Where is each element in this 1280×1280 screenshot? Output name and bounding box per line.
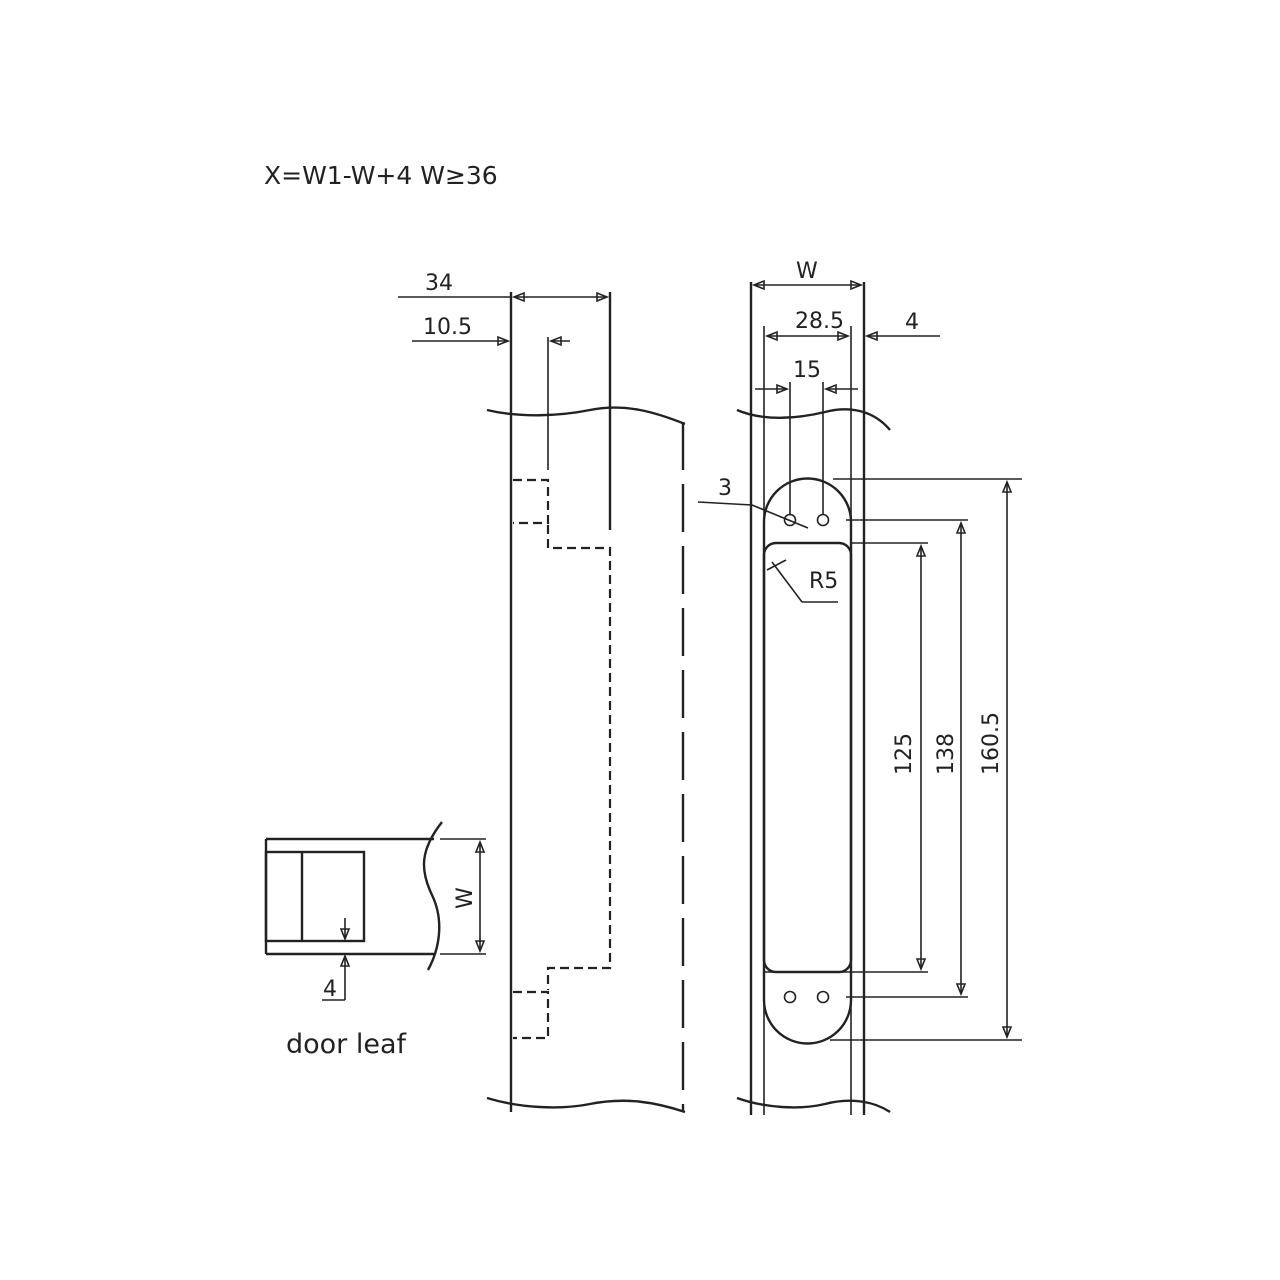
- door-leaf-caption: door leaf: [286, 1029, 408, 1060]
- dim-138-label: 138: [934, 733, 959, 775]
- dim-160-5-label: 160.5: [979, 712, 1004, 775]
- dim-w-leaf-label: W: [453, 887, 478, 909]
- dim-r5-label: R5: [809, 569, 838, 594]
- dim-4-leaf-label: 4: [323, 977, 337, 1002]
- frame-elevation: [398, 291, 686, 1114]
- dim-28-5-label: 28.5: [795, 309, 844, 334]
- dim-w-top-label: W: [796, 259, 818, 284]
- dim-3-label: 3: [718, 476, 732, 501]
- dim-34-label: 34: [425, 271, 453, 296]
- dim-15-label: 15: [793, 358, 821, 383]
- formula-text: X=W1-W+4 W≥36: [264, 161, 498, 190]
- dim-125-label: 125: [892, 733, 917, 775]
- door-leaf-section: [264, 821, 486, 1001]
- dim-4-right-label: 4: [905, 310, 919, 335]
- dim-10-5-label: 10.5: [423, 315, 472, 340]
- hinge-plate-elevation: [697, 279, 1022, 1115]
